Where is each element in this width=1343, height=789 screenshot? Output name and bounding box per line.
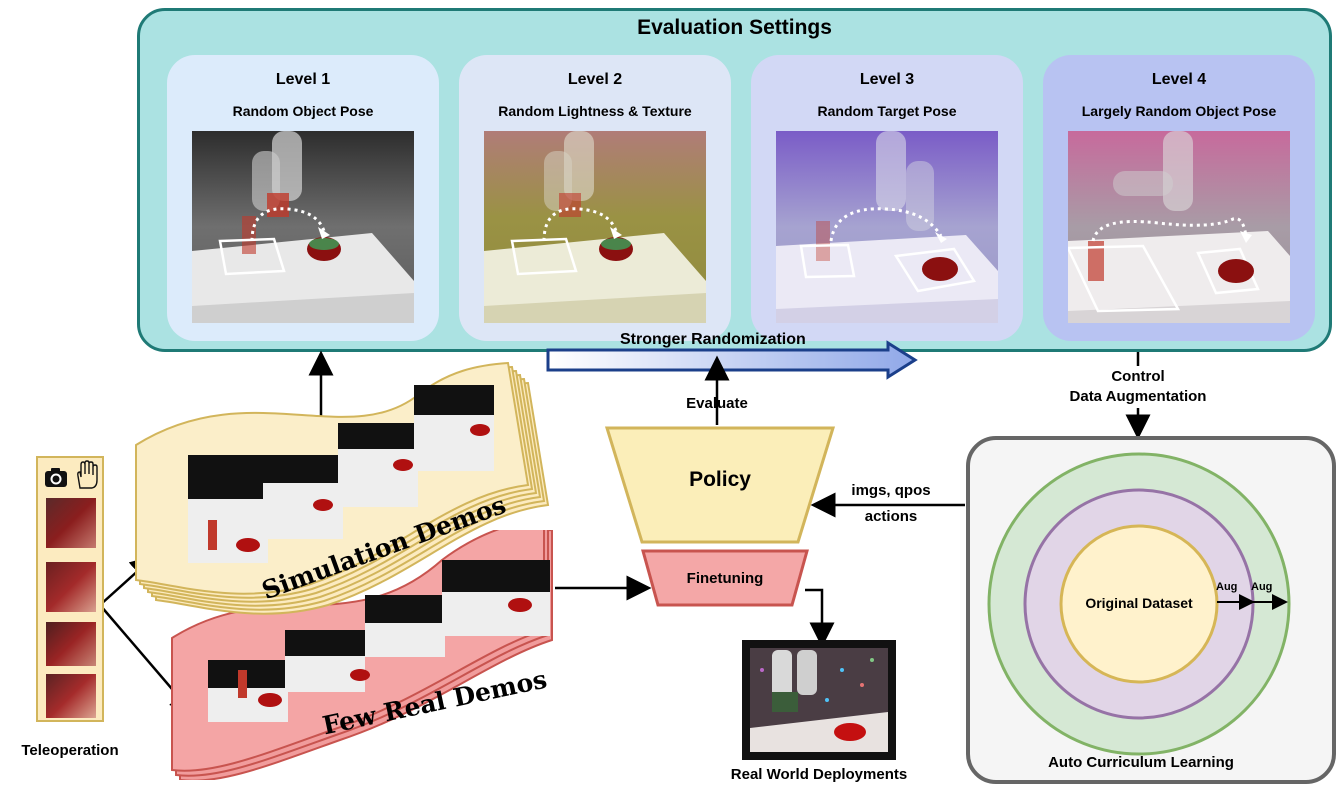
level-4-scene-image: [1068, 131, 1290, 323]
level-2-scene-image: [484, 131, 706, 323]
policy-label: Policy: [689, 468, 751, 491]
hand-icon: [77, 460, 98, 489]
camera-icon: [45, 468, 67, 487]
level-subtitle: Random Target Pose: [817, 103, 957, 119]
simulation-demos-stack: [135, 361, 550, 615]
level-2-card: Level 2 Random Lightness & Texture: [459, 55, 731, 341]
evaluate-label: Evaluate: [686, 395, 748, 412]
finetuning-label: Finetuning: [686, 570, 764, 587]
original-dataset-label: Original Dataset: [1085, 595, 1193, 611]
curriculum-rings: [987, 452, 1291, 756]
level-subtitle: Random Lightness & Texture: [498, 103, 692, 119]
teleop-frame-1: [46, 498, 96, 548]
level-4-card: Level 4 Largely Random Object Pose: [1043, 55, 1315, 341]
control-label: Control: [1111, 368, 1165, 385]
deployment-image: [742, 640, 896, 760]
level-subtitle: Random Object Pose: [232, 103, 374, 119]
level-1-scene-image: [192, 131, 414, 323]
level-title: Level 4: [1151, 71, 1207, 88]
real-demos-stack: [171, 530, 553, 780]
policy-block: [604, 426, 836, 544]
level-3-card: Level 3 Random Target Pose: [751, 55, 1023, 341]
aug-label-1: Aug: [1216, 581, 1238, 593]
evaluation-settings-panel: Evaluation Settings Level 1 Random Objec…: [137, 8, 1332, 352]
data-augmentation-label: Data Augmentation: [1069, 388, 1207, 405]
deployment-label: Real World Deployments: [730, 766, 908, 783]
io-label-line2: actions: [864, 508, 918, 525]
teleop-frame-3: [46, 622, 96, 666]
io-label-line1: imgs, qpos: [851, 482, 931, 499]
stronger-randomization-arrow: [546, 340, 918, 380]
finetuning-block: [641, 549, 809, 607]
teleoperation-label: Teleoperation: [21, 742, 119, 759]
level-subtitle: Largely Random Object Pose: [1081, 103, 1277, 119]
level-title: Level 1: [275, 71, 331, 88]
teleoperation-strip: [36, 456, 104, 722]
level-title: Level 3: [859, 71, 915, 88]
aug-label-2: Aug: [1251, 581, 1273, 593]
level-3-scene-image: [776, 131, 998, 323]
curriculum-label: Auto Curriculum Learning: [1048, 754, 1234, 771]
teleop-frame-4: [46, 674, 96, 718]
evaluation-settings-title: Evaluation Settings: [637, 16, 832, 39]
teleop-frame-2: [46, 562, 96, 612]
stronger-randomization-label: Stronger Randomization: [620, 331, 806, 348]
level-1-card: Level 1 Random Object Pose: [167, 55, 439, 341]
level-title: Level 2: [567, 71, 623, 88]
